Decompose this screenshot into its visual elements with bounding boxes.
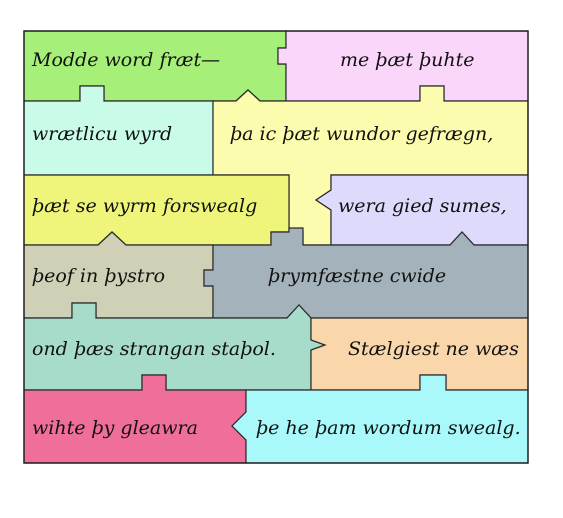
- piece-p3-label: wrætlicu wyrd: [32, 123, 172, 145]
- piece-p11-label: wihte þy gleawra: [32, 417, 198, 439]
- piece-p8-label: þrymfæstne cwide: [268, 265, 446, 287]
- piece-p5-label: þæt se wyrm forswealg: [32, 195, 257, 217]
- piece-p12-label: þe he þam wordum swealg.: [256, 417, 521, 439]
- piece-p2-label: me þæt þuhte: [340, 49, 475, 71]
- piece-p7-label: þeof in þystro: [32, 265, 165, 287]
- piece-p1-label: Modde word fræt—: [31, 49, 220, 71]
- piece-p6-label: wera gied sumes,: [338, 195, 507, 217]
- puzzle-frame: [23, 30, 529, 464]
- piece-p9-label: ond þæs strangan staþol.: [32, 338, 276, 360]
- piece-p10-label: Stælgiest ne wæs: [348, 338, 519, 360]
- piece-p4-label: þa ic þæt wundor gefrægn,: [230, 123, 493, 145]
